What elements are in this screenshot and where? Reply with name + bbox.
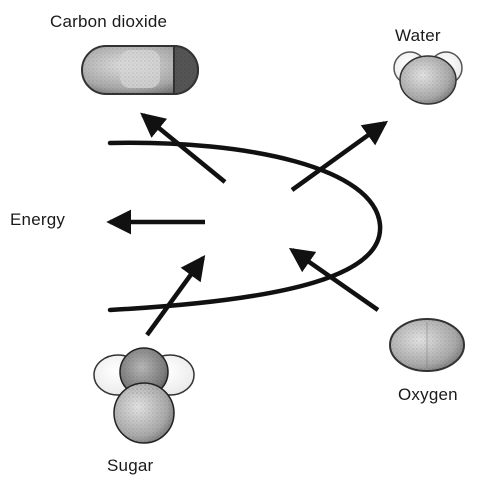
carbon-dioxide-label: Carbon dioxide <box>50 12 168 31</box>
carbon-dioxide-molecule-icon <box>81 44 199 96</box>
water-molecule-icon <box>393 51 463 105</box>
arrow-to-water <box>290 120 389 192</box>
reaction-curve <box>107 140 383 313</box>
water-label: Water <box>395 26 441 45</box>
arrow-from-sugar <box>145 254 206 337</box>
oxygen-molecule-icon <box>389 318 465 372</box>
oxygen-label: Oxygen <box>398 385 458 404</box>
energy-label: Energy <box>10 210 66 229</box>
sugar-molecule-icon <box>93 347 195 444</box>
arrow-from-oxygen <box>288 247 380 312</box>
sugar-label: Sugar <box>107 456 154 475</box>
arrow-to-carbon-dioxide <box>140 112 227 184</box>
